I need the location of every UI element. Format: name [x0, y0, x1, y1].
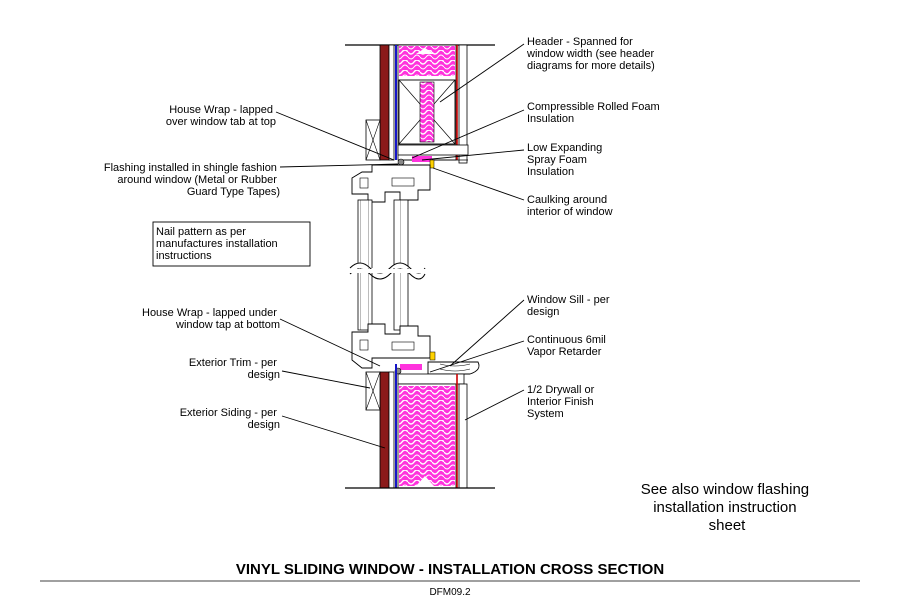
label-house-wrap-bottom: House Wrap - lapped under window tap at …	[142, 307, 280, 331]
bottom-wall-section	[345, 351, 495, 489]
label-window-sill: Window Sill - per design	[527, 294, 613, 318]
bottom-siding	[379, 371, 390, 489]
label-compressible-foam: Compressible Rolled Foam Insulation	[527, 101, 663, 125]
drawing-code: DFM09.2	[429, 587, 471, 598]
label-caulking: Caulking around interior of window	[527, 194, 613, 218]
drawing-title: VINYL SLIDING WINDOW - INSTALLATION CROS…	[236, 561, 664, 578]
label-spray-foam: Low Expanding Spray Foam Insulation	[527, 142, 605, 178]
sill-spray-foam	[400, 364, 422, 370]
top-spray-foam	[412, 156, 432, 162]
nail-pattern-note: Nail pattern as per manufactures install…	[152, 221, 311, 267]
label-header: Header - Spanned for window width (see h…	[526, 36, 657, 72]
top-wall-section	[345, 44, 495, 169]
label-exterior-trim: Exterior Trim - per design	[189, 357, 280, 381]
top-siding	[379, 44, 390, 161]
leader-lines	[275, 43, 525, 449]
label-exterior-siding: Exterior Siding - per design	[180, 407, 280, 431]
label-vapor-retarder: Continuous 6mil Vapor Retarder	[527, 334, 609, 358]
label-nail-pattern: Nail pattern as per manufactures install…	[156, 226, 281, 262]
window-frame	[348, 164, 431, 369]
sill-caulk	[429, 351, 436, 361]
bottom-batt-insulation	[399, 386, 455, 486]
see-also-note: See also window flashing installation in…	[641, 481, 814, 534]
label-flashing: Flashing installed in shingle fashion ar…	[104, 162, 280, 198]
top-caulk	[429, 159, 435, 169]
label-house-wrap-top: House Wrap - lapped over window tab at t…	[166, 104, 276, 128]
label-drywall: 1/2 Drywall or Interior Finish System	[527, 384, 597, 420]
